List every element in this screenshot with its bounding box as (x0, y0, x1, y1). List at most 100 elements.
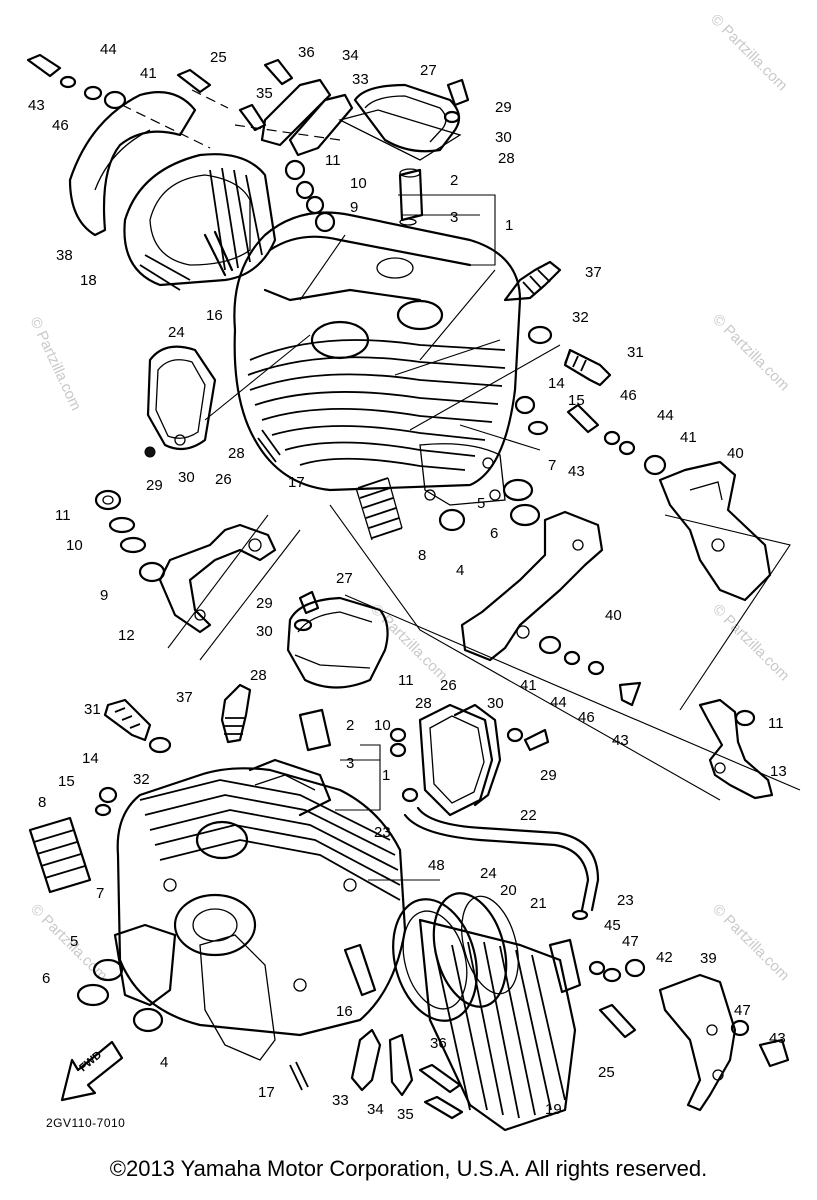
callout-34-lower: 34 (367, 1101, 384, 1118)
callout-23-upper-lower: 23 (374, 824, 391, 841)
upper-side-cover (123, 153, 277, 291)
callout-25-upper: 25 (210, 49, 227, 66)
callout-7-lower: 7 (96, 885, 104, 902)
callouts: 1 2 3 11 10 9 44 41 43 46 25 36 34 33 35… (28, 41, 787, 1123)
lower-spring-8 (28, 816, 92, 894)
callout-25-lower: 25 (598, 1064, 615, 1081)
lower-base-gasket (199, 934, 276, 1061)
callout-26-upper: 26 (215, 471, 232, 488)
callout-5-upper: 5 (477, 495, 485, 512)
callout-41-upper: 41 (140, 65, 157, 82)
callout-18: 18 (80, 272, 97, 289)
watermark-bottom-left: © Partzilla.com (27, 901, 110, 984)
callout-47-right: 47 (734, 1002, 751, 1019)
lower-tappet-cover (418, 703, 502, 817)
callout-31-lower: 31 (84, 701, 101, 718)
callout-36-upper: 36 (298, 44, 315, 61)
callout-40-right: 40 (727, 445, 744, 462)
callout-21: 21 (530, 895, 547, 912)
lower-spark-plug (220, 683, 252, 744)
callout-8-upper: 8 (418, 547, 426, 564)
callout-8-lower: 8 (38, 794, 46, 811)
lower-cylinder-head (116, 758, 407, 1037)
callout-3-upper: 3 (450, 209, 458, 226)
lower-bolt-31 (103, 698, 152, 742)
upper-valve-guide (398, 168, 424, 226)
callout-17-upper: 17 (288, 474, 305, 491)
callout-11-left: 11 (55, 507, 71, 524)
callout-6-lower: 6 (42, 970, 50, 987)
left-washer-stack (94, 489, 166, 583)
upper-cylinder-head (233, 211, 522, 506)
watermark-bottom-right: © Partzilla.com (709, 901, 792, 984)
bracket-40-center (460, 510, 604, 662)
lower-fasteners (94, 590, 790, 1120)
callout-2-lower: 2 (346, 717, 354, 734)
callout-33-lower: 33 (332, 1092, 349, 1109)
callout-38: 38 (56, 247, 73, 264)
callout-34-upper: 34 (342, 47, 359, 64)
upper-head-cover-27 (338, 83, 462, 161)
callout-35-upper: 35 (256, 85, 273, 102)
callout-16-upper: 16 (206, 307, 223, 324)
callout-4-upper: 4 (456, 562, 464, 579)
callout-28-lower: 28 (415, 695, 432, 712)
callout-31-upper: 31 (627, 344, 644, 361)
callout-27-upper: 27 (420, 62, 437, 79)
upper-fasteners (26, 53, 667, 476)
callout-43-lower: 43 (612, 732, 629, 749)
callout-39: 39 (700, 950, 717, 967)
callout-23-lower: 23 (617, 892, 634, 909)
callout-12: 12 (118, 627, 135, 644)
callout-5-lower: 5 (70, 933, 78, 950)
callout-17-lower: 17 (258, 1084, 275, 1101)
callout-44-right: 44 (657, 407, 674, 424)
callout-35-lower: 35 (397, 1106, 414, 1123)
callout-9-left: 9 (100, 587, 108, 604)
callout-43-bottom: 43 (769, 1030, 786, 1047)
callout-33-upper: 33 (352, 71, 369, 88)
lower-head-cover-27 (286, 596, 389, 689)
fwd-arrow: FWD (60, 1040, 124, 1102)
upper-seals (438, 478, 541, 532)
callout-30-lower: 30 (487, 695, 504, 712)
callout-24-lower: 24 (480, 865, 497, 882)
callout-42: 42 (656, 949, 673, 966)
callout-28-upper-left: 28 (228, 445, 245, 462)
watermark-left: © Partzilla.com (26, 315, 84, 414)
upper-bolt-31 (563, 348, 612, 387)
callout-10-upper: 10 (350, 175, 367, 192)
callout-1-lower: 1 (382, 767, 390, 784)
right-cover-40 (658, 460, 772, 602)
callout-37-lower: 37 (176, 689, 193, 706)
callout-1-upper: 1 (505, 217, 513, 234)
upper-tappet-cover (144, 345, 217, 458)
callout-2-upper: 2 (450, 172, 458, 189)
callout-46-upper: 46 (52, 117, 69, 134)
upper-spring-8 (355, 477, 403, 541)
callout-30-lower-top: 30 (256, 623, 273, 640)
callout-11-upper: 11 (325, 152, 341, 169)
lower-cover-39 (658, 973, 737, 1112)
bottom-bracket-33-34 (350, 1028, 414, 1097)
watermarks: © Partzilla.com © Partzilla.com © Partzi… (26, 11, 792, 984)
callout-13: 13 (770, 763, 787, 780)
callout-4-lower: 4 (160, 1054, 168, 1071)
callout-15-lower: 15 (58, 773, 75, 790)
callout-11-lower: 11 (398, 672, 414, 689)
callout-14-upper: 14 (548, 375, 565, 392)
watermark-right-lower: © Partzilla.com (709, 601, 792, 684)
callout-40-center: 40 (605, 607, 622, 624)
breather-pipe-22 (403, 806, 600, 912)
upper-spark-plug (503, 260, 562, 302)
callout-15-upper: 15 (568, 392, 585, 409)
diagram-code: 2GV110-7010 (46, 1116, 126, 1130)
lower-gaskets (392, 892, 519, 1022)
copyright-notice: ©2013 Yamaha Motor Corporation, U.S.A. A… (109, 1156, 708, 1181)
callout-16-lower: 16 (336, 1003, 353, 1020)
callout-30-upper-left: 30 (178, 469, 195, 486)
callout-28-upper: 28 (498, 150, 515, 167)
callout-46-right: 46 (620, 387, 637, 404)
callout-47-lower: 47 (622, 933, 639, 950)
